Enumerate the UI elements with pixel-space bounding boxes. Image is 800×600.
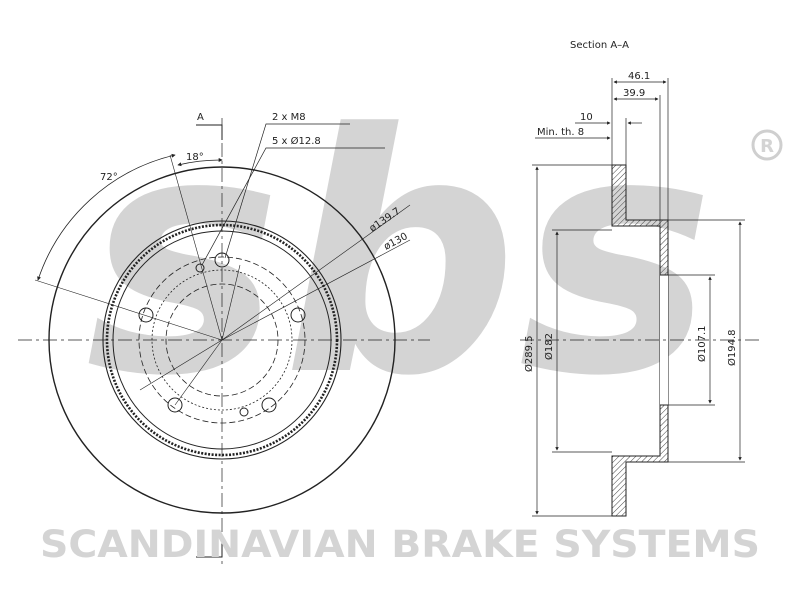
bolt-hole	[261, 397, 277, 413]
angle-small-label: 18°	[186, 152, 204, 163]
construction-lines	[34, 154, 411, 406]
dim-inner-diameter: Ø182	[543, 333, 555, 360]
thread-callout-label: 2 x M8	[272, 112, 306, 123]
angle-arc-18	[177, 157, 223, 167]
dim-hat-height: 39.9	[623, 88, 645, 99]
thread-callout-leader	[224, 123, 350, 259]
center-bore-edge	[165, 283, 279, 397]
friction-ring-inner-edge	[102, 220, 342, 460]
sbs-logo-text: sbs	[85, 64, 714, 448]
angle-line-72	[34, 279, 223, 341]
front-view	[18, 118, 430, 565]
pilot-leader-line	[221, 239, 411, 341]
vertical-dimensions	[532, 164, 745, 517]
section-marker-top-line	[196, 124, 223, 140]
hole-callout-leader	[201, 147, 385, 266]
horizontal-dimensions	[535, 78, 669, 226]
sbs-logo-watermark: sbs	[85, 64, 714, 448]
section-marker-bottom-line	[196, 540, 223, 558]
hat-knurl-ring	[105, 223, 339, 457]
angle-arc-72	[37, 153, 176, 281]
dim-outer-diameter: Ø289.5	[523, 336, 535, 373]
threaded-holes	[195, 263, 249, 417]
bolt-hole	[290, 307, 306, 323]
hat-outer-edge	[112, 230, 332, 450]
threaded-hole	[239, 407, 249, 417]
disc-outer-edge	[48, 166, 396, 514]
section-marker-bottom: A	[197, 544, 204, 555]
brand-tagline: SCANDINAVIAN BRAKE SYSTEMS	[40, 523, 760, 566]
bolt-holes	[138, 252, 306, 413]
section-view-labels: Section A–A 46.1 39.9 10 Min. th. 8 Ø289…	[523, 40, 738, 372]
registered-letter: R	[760, 136, 774, 157]
dim-total-height: 46.1	[628, 71, 650, 82]
section-view	[520, 78, 760, 517]
registered-mark: R	[751, 129, 783, 161]
section-title: Section A–A	[570, 40, 629, 51]
dim-hat-diameter: Ø194.8	[726, 330, 738, 367]
pcd-leader-line	[221, 204, 411, 341]
radial-line	[139, 339, 223, 391]
pitch-circle	[151, 269, 293, 411]
section-marker-top: A	[197, 112, 204, 123]
angle-large-label: 72°	[100, 172, 118, 183]
radial-line	[174, 339, 223, 406]
threaded-hole	[195, 263, 205, 273]
hidden-hat-line	[138, 256, 306, 424]
dim-min-thickness: Min. th. 8	[537, 127, 584, 138]
dim-center-bore: Ø107.1	[696, 326, 708, 363]
angle-line-18	[169, 154, 223, 341]
bolt-hole	[214, 252, 230, 268]
hole-callout-label: 5 x Ø12.8	[272, 135, 321, 147]
dim-thickness: 10	[580, 112, 593, 123]
bolt-hole	[167, 397, 183, 413]
radial-line	[221, 264, 241, 341]
registered-circle-icon	[751, 129, 783, 161]
bolt-hole	[138, 307, 154, 323]
